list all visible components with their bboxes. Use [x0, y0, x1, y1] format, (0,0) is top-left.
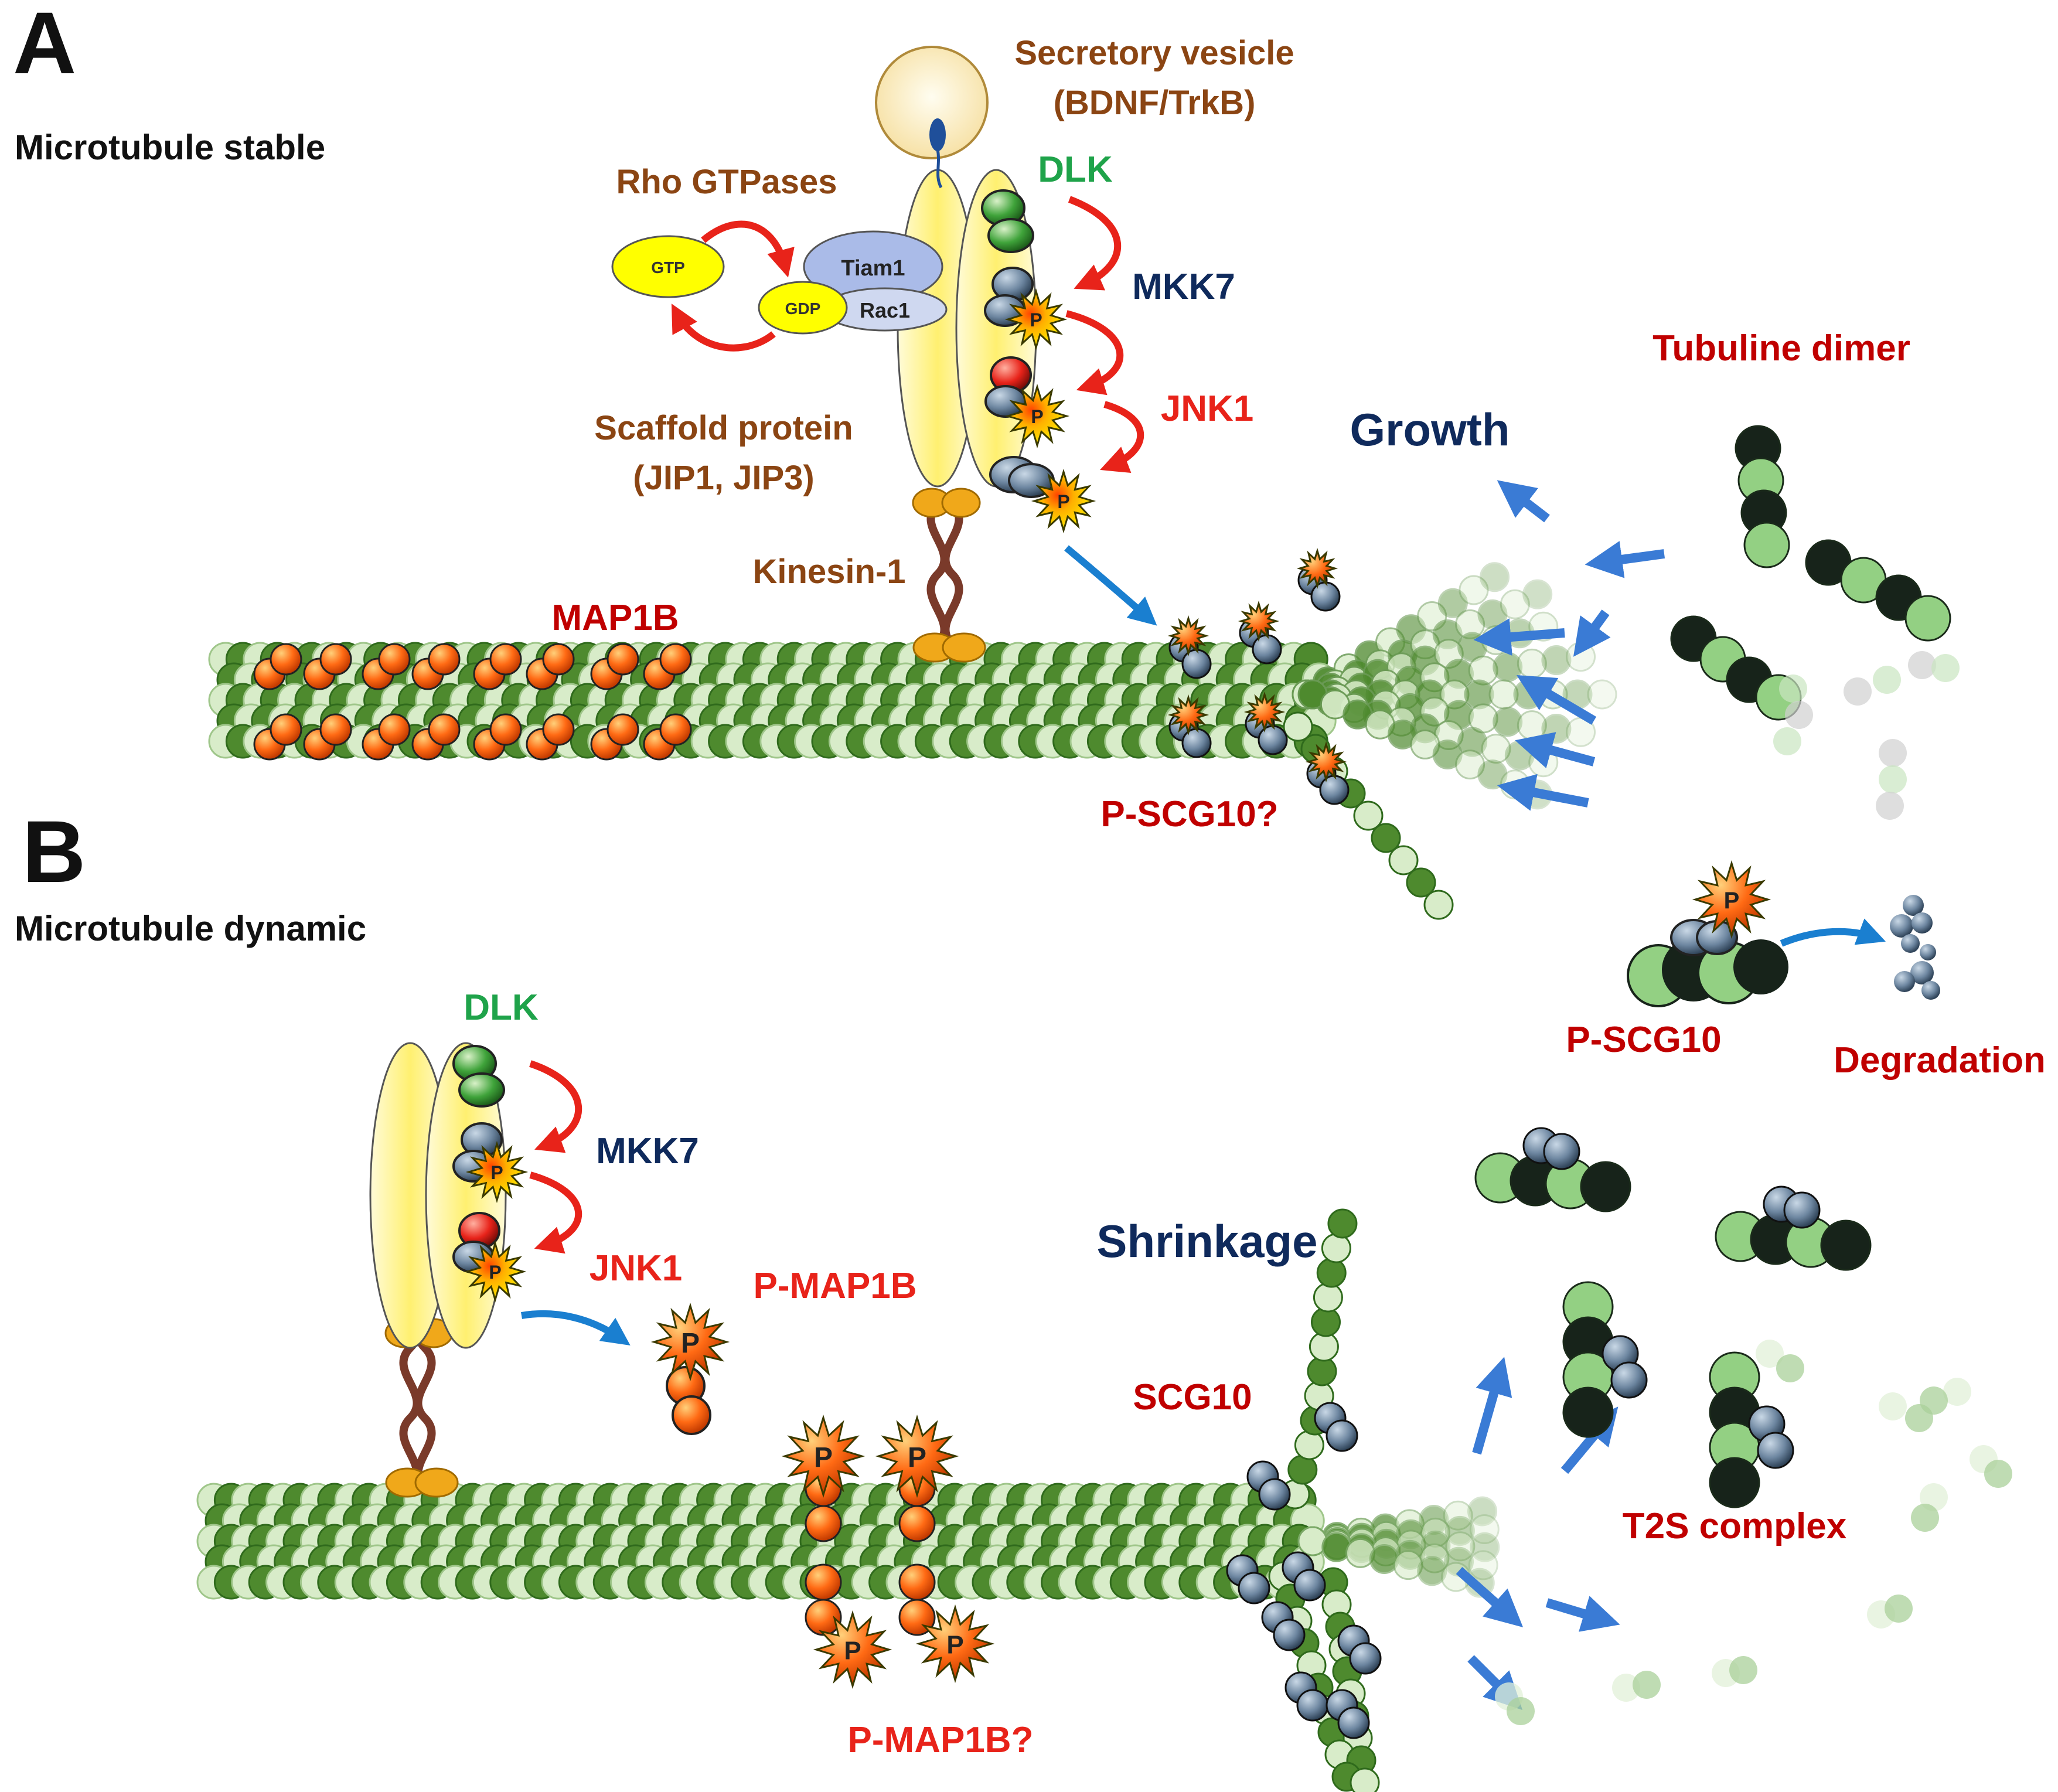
gtp-gdp-cycle: [671, 220, 795, 352]
scaffold-protein-names: (JIP1, JIP3): [633, 459, 814, 497]
scaffold-protein-label: Scaffold protein: [594, 409, 853, 447]
t2s-complexes: [1474, 1127, 1872, 1508]
degradation-label: Degradation: [1834, 1040, 2046, 1081]
growth-arrows: [1473, 480, 1665, 811]
svg-text:P: P: [1030, 309, 1042, 331]
gdp-label: GDP: [785, 299, 821, 318]
panel-b-subtitle: Microtubule dynamic: [15, 909, 366, 948]
released-tubulin-fragments: [1495, 1340, 2012, 1725]
panel-a: A Microtubule stable Secretory vesicle: [13, 0, 2046, 1081]
degradation-arrow: [1780, 918, 1886, 947]
free-p-map1b: [666, 1366, 711, 1435]
phospho-site-free-map1b: P: [650, 1302, 730, 1382]
cascade-arrows-a: [1065, 196, 1144, 473]
shrinkage-label: Shrinkage: [1096, 1215, 1317, 1267]
rac1-protein: Rac1: [822, 287, 948, 332]
growth-label: Growth: [1350, 404, 1510, 455]
phospho-sites-cascade-a: P P P: [1004, 288, 1096, 534]
svg-text:P: P: [1057, 491, 1069, 512]
scg10-bound-microtubule-end: [1167, 547, 1350, 805]
rho-gtpases-label: Rho GTPases: [616, 163, 837, 201]
secretory-vesicle-label: Secretory vesicle: [1014, 34, 1294, 72]
svg-text:P: P: [814, 1442, 833, 1473]
svg-text:P: P: [946, 1631, 963, 1660]
panel-b: B Microtubule dynamic PP: [15, 802, 2012, 1792]
p-map1b-question-label: P-MAP1B?: [848, 1720, 1034, 1760]
panel-a-letter: A: [13, 0, 76, 92]
rac1-label: Rac1: [860, 298, 910, 322]
kinesin-1-motor: [912, 488, 986, 663]
microtubule-a-growing-end: [1283, 562, 1617, 920]
microtubule-b: [196, 1483, 1325, 1600]
secretory-vesicle-cargo-label: (BDNF/TrkB): [1054, 84, 1256, 122]
gtp-label: GTP: [651, 258, 685, 277]
dlk-kinase: [981, 189, 1034, 253]
scg10-on-shrinking-end: [1226, 1402, 1382, 1739]
p-scg10-on-dimer: [1627, 919, 1788, 1007]
svg-text:P: P: [908, 1442, 926, 1473]
phospho-sites-cascade-b: PP: [464, 1140, 529, 1303]
jnk1-kinase: [984, 356, 1032, 418]
jnk1-label: JNK1: [1161, 389, 1254, 429]
svg-text:P: P: [490, 1162, 503, 1183]
panel-b-letter: B: [22, 802, 86, 901]
cascade-arrows-b: [529, 1060, 582, 1254]
dlk-kinase-b: [452, 1045, 505, 1108]
panel-a-subtitle: Microtubule stable: [15, 128, 325, 167]
dlk-label: DLK: [1038, 149, 1113, 190]
svg-text:P: P: [844, 1637, 861, 1665]
map1b-release-arrow: [521, 1310, 631, 1346]
svg-text:P: P: [489, 1262, 501, 1283]
p-scg10-label: P-SCG10: [1566, 1020, 1721, 1060]
svg-text:P: P: [681, 1328, 700, 1359]
dlk-label-b: DLK: [464, 987, 539, 1028]
kinesin-1-label: Kinesin-1: [752, 553, 905, 591]
map1b-label: MAP1B: [551, 598, 679, 638]
tiam1-label: Tiam1: [841, 256, 905, 281]
mkk7-label-b: MKK7: [596, 1131, 699, 1171]
jnk1-label-b: JNK1: [590, 1248, 683, 1289]
tiam1-protein: Tiam1: [803, 230, 943, 303]
map1b-bound-proteins: [253, 643, 692, 761]
degraded-scg10-fragments: [1890, 895, 1940, 1000]
gdp-bound-state: GDP: [758, 281, 848, 335]
scg10-label: SCG10: [1133, 1377, 1252, 1418]
free-tubulin-dimers: [1670, 425, 1960, 820]
p-map1b-label: P-MAP1B: [753, 1266, 916, 1306]
phospho-site-p-scg10: P: [1692, 860, 1771, 939]
gtp-bound-state: GTP: [611, 235, 725, 298]
scg10-to-microtubule-arrow: [1064, 545, 1157, 626]
p-scg10-question-label: P-SCG10?: [1100, 794, 1278, 834]
svg-text:P: P: [1031, 406, 1043, 427]
svg-text:P: P: [1724, 888, 1740, 914]
tubulin-dimer-label: Tubuline dimer: [1652, 328, 1910, 369]
mkk7-kinase: [984, 267, 1034, 327]
phospho-sites-bound-map1b: P P P P: [781, 1414, 995, 1689]
mkk7-label: MKK7: [1132, 267, 1235, 307]
t2s-complex-label: T2S complex: [1623, 1506, 1847, 1546]
secretory-vesicle: [875, 46, 989, 189]
